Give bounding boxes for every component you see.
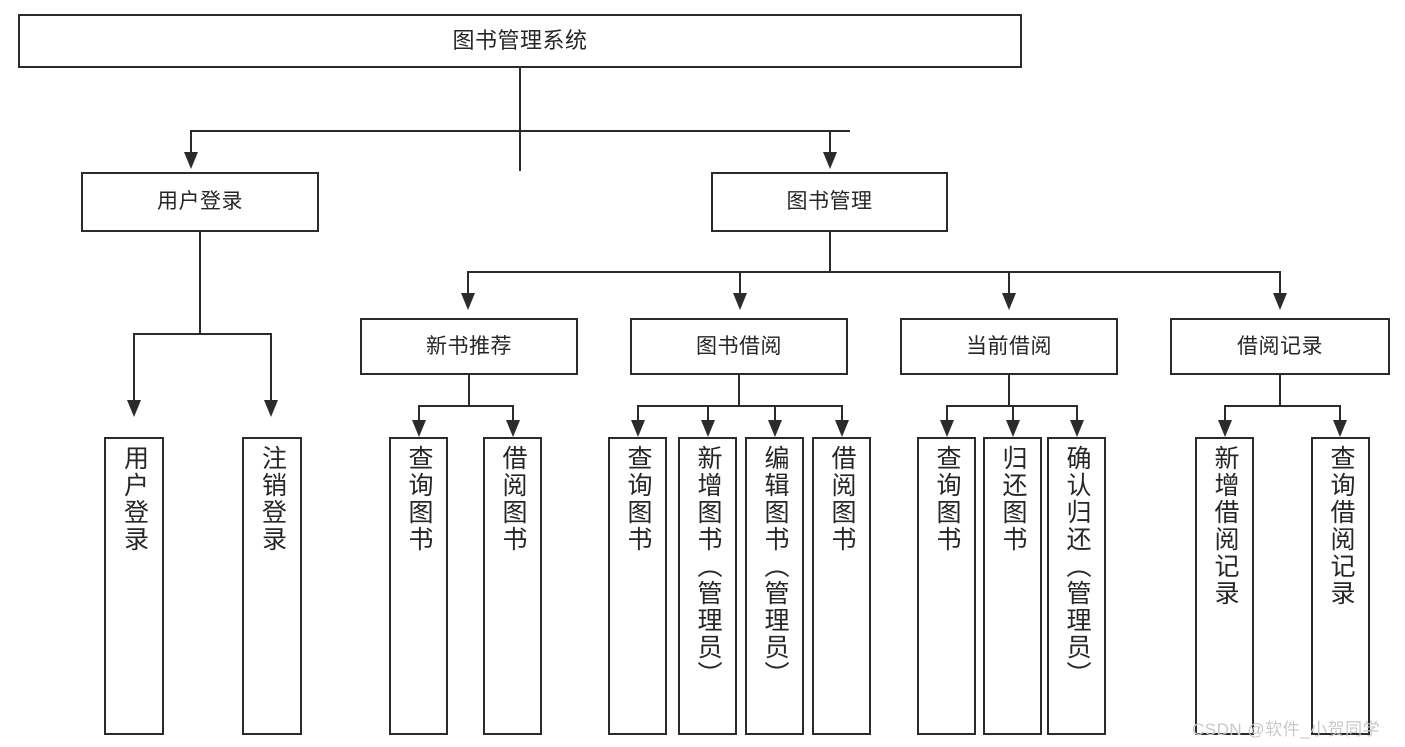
connector-bb-leaf2 [707, 405, 709, 423]
node-label: 查询图书 [933, 445, 961, 553]
connector-root-to-book-management [829, 130, 831, 156]
connector-br-leaf1 [1224, 405, 1226, 423]
connector-bb-leaf4 [841, 405, 843, 423]
connector-bm-to-new-book [467, 271, 469, 295]
node-label: 图书借阅 [696, 334, 782, 358]
node-label: 图书管理系统 [452, 27, 588, 53]
arrow-to-leaf-user-login [127, 400, 141, 417]
leaf-confirm-return-admin[interactable]: 确认归还（管理员） [1047, 437, 1106, 735]
watermark: CSDN @软件_小贺同学 [1192, 720, 1381, 739]
leaf-return-book[interactable]: 归还图书 [983, 437, 1042, 735]
arrow-cb-leaf1 [940, 420, 954, 437]
node-label: 查询借阅记录 [1327, 445, 1355, 607]
node-borrow-record[interactable]: 借阅记录 [1170, 318, 1390, 375]
arrow-to-current-borrow [1002, 293, 1016, 310]
connector-book-management-bus [467, 271, 1281, 273]
leaf-borrow-book-recommend[interactable]: 借阅图书 [483, 437, 542, 735]
connector-new-book-drop [468, 375, 470, 405]
leaf-add-book-admin[interactable]: 新增图书（管理员） [678, 437, 737, 735]
node-book-management[interactable]: 图书管理 [711, 172, 948, 232]
connector-bb-leaf1 [637, 405, 639, 423]
leaf-query-book-current[interactable]: 查询图书 [917, 437, 976, 735]
connector-borrow-record-drop [1279, 375, 1281, 405]
arrow-cb-leaf3 [1070, 420, 1084, 437]
connector-borrow-record-bus [1224, 405, 1341, 407]
node-label: 归还图书 [999, 445, 1027, 553]
node-label: 新增图书（管理员） [694, 445, 722, 688]
connector-br-leaf2 [1339, 405, 1341, 423]
connector-book-borrow-bus [637, 405, 843, 407]
connector-bb-leaf3 [774, 405, 776, 423]
node-label: 新书推荐 [426, 334, 512, 358]
node-label: 新增借阅记录 [1211, 445, 1239, 607]
arrow-bb-leaf4 [835, 420, 849, 437]
arrow-to-new-book [461, 293, 475, 310]
connector-cb-leaf3 [1076, 405, 1078, 423]
connector-cb-leaf2 [1012, 405, 1014, 423]
connector-user-login-leaf2 [270, 333, 272, 403]
leaf-add-borrow-record[interactable]: 新增借阅记录 [1195, 437, 1254, 735]
arrow-to-book-borrow [733, 293, 747, 310]
node-label: 借阅图书 [828, 445, 856, 553]
leaf-user-login[interactable]: 用户登录 [104, 437, 164, 735]
arrow-to-user-login [184, 152, 198, 169]
arrow-to-book-management [823, 152, 837, 169]
node-user-login[interactable]: 用户登录 [81, 172, 319, 232]
arrow-nb-leaf2 [506, 420, 520, 437]
connector-root-bus [190, 130, 850, 132]
node-label: 查询图书 [405, 445, 433, 553]
arrow-to-leaf-logout [264, 400, 278, 417]
node-book-borrow[interactable]: 图书借阅 [630, 318, 848, 375]
arrow-cb-leaf2 [1006, 420, 1020, 437]
node-label: 用户登录 [120, 445, 149, 553]
node-root-book-management-system[interactable]: 图书管理系统 [18, 14, 1022, 68]
connector-new-book-bus [418, 405, 514, 407]
connector-cb-leaf1 [946, 405, 948, 423]
node-new-book-recommend[interactable]: 新书推荐 [360, 318, 578, 375]
arrow-nb-leaf1 [412, 420, 426, 437]
arrow-br-leaf2 [1333, 420, 1347, 437]
connector-root-drop [519, 68, 521, 171]
connector-current-borrow-drop [1008, 375, 1010, 405]
leaf-borrow-book[interactable]: 借阅图书 [812, 437, 871, 735]
node-label: 注销登录 [258, 445, 287, 553]
arrow-to-borrow-record [1273, 293, 1287, 310]
connector-book-management-drop [829, 232, 831, 273]
node-current-borrow[interactable]: 当前借阅 [900, 318, 1118, 375]
connector-user-login-drop [199, 232, 201, 333]
node-label: 借阅记录 [1237, 334, 1323, 358]
leaf-edit-book-admin[interactable]: 编辑图书（管理员） [745, 437, 804, 735]
connector-bm-to-borrow-record [1279, 271, 1281, 295]
leaf-logout[interactable]: 注销登录 [242, 437, 302, 735]
connector-bm-to-current-borrow [1008, 271, 1010, 295]
connector-user-login-leaf1 [133, 333, 135, 403]
node-label: 用户登录 [157, 190, 243, 214]
node-label: 借阅图书 [499, 445, 527, 553]
connector-root-to-user-login [190, 130, 192, 156]
arrow-bb-leaf3 [768, 420, 782, 437]
leaf-query-borrow-record[interactable]: 查询借阅记录 [1311, 437, 1370, 735]
connector-book-borrow-drop [738, 375, 740, 405]
node-label: 图书管理 [786, 190, 873, 214]
connector-nb-leaf1 [418, 405, 420, 423]
arrow-bb-leaf2 [701, 420, 715, 437]
leaf-query-book-borrow[interactable]: 查询图书 [608, 437, 667, 735]
connector-nb-leaf2 [512, 405, 514, 423]
node-label: 当前借阅 [966, 334, 1052, 358]
leaf-query-book-recommend[interactable]: 查询图书 [389, 437, 448, 735]
node-label: 编辑图书（管理员） [761, 445, 789, 688]
connector-user-login-bus [133, 333, 272, 335]
connector-bm-to-book-borrow [739, 271, 741, 295]
arrow-bb-leaf1 [631, 420, 645, 437]
node-label: 查询图书 [624, 445, 652, 553]
arrow-br-leaf1 [1218, 420, 1232, 437]
node-label: 确认归还（管理员） [1063, 445, 1091, 688]
